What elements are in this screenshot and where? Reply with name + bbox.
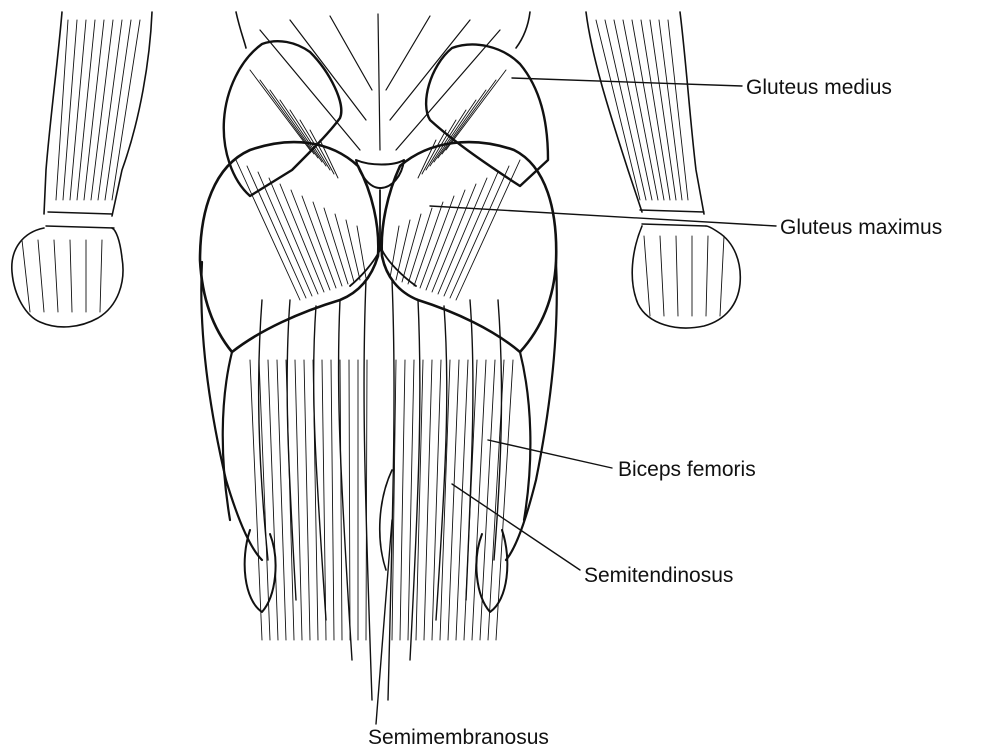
lower-back-illustration: [236, 12, 530, 150]
right-arm-hatching: [596, 20, 724, 316]
gluteus-medius-right-outline: [426, 45, 548, 186]
label-semitendinosus: Semitendinosus: [584, 564, 733, 587]
leader-gluteus-medius: [512, 78, 742, 86]
right-arm-illustration: [586, 12, 740, 328]
gluteus-fiber-hatching: [236, 70, 520, 300]
left-thigh-outline: [201, 262, 262, 560]
hamstring-muscles: [245, 280, 508, 700]
label-semimembranosus: Semimembranosus: [368, 726, 549, 749]
label-biceps-femoris: Biceps femoris: [618, 458, 756, 481]
leader-semitendinosus: [452, 484, 580, 570]
leader-lines: [376, 78, 776, 724]
right-thigh-outline: [506, 262, 557, 560]
leader-gluteus-maximus: [430, 206, 776, 226]
label-gluteus-medius: Gluteus medius: [746, 76, 892, 99]
hamstring-arch-right: [520, 352, 530, 520]
left-arm-illustration: [12, 12, 152, 327]
label-gluteus-maximus: Gluteus maximus: [780, 216, 942, 239]
gluteus-maximus-right-outline: [382, 142, 557, 352]
